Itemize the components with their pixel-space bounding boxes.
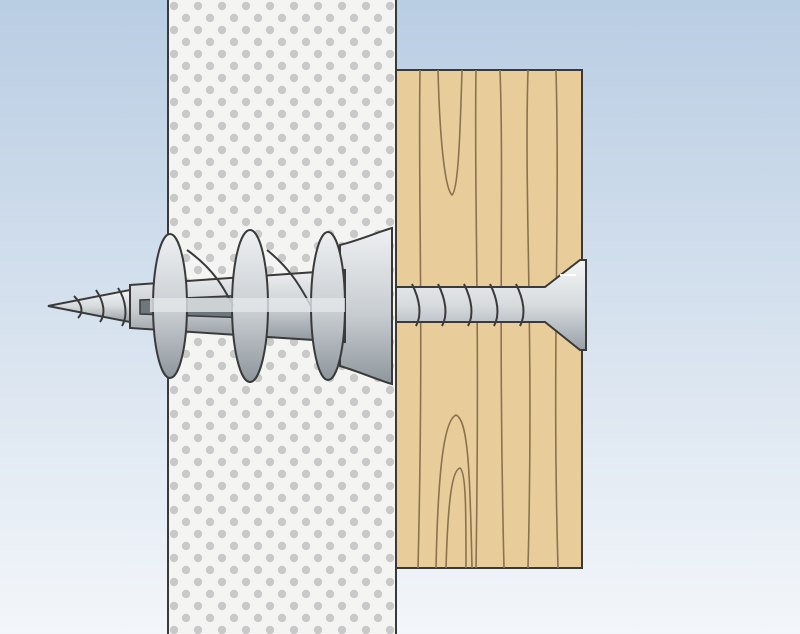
countersunk-wood-screw-icon: [395, 259, 587, 351]
screw-tip-icon: [47, 287, 131, 327]
self-drilling-drywall-anchor-icon: [129, 226, 393, 386]
